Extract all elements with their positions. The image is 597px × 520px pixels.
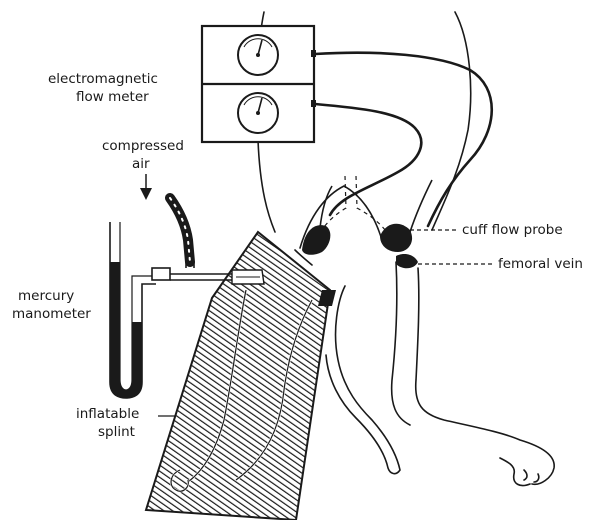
cuff-probe-label: cuff flow probe [462,222,563,238]
femoral-vein-label: femoral vein [498,256,583,272]
mercury-manometer [110,222,156,398]
flow-meter [202,26,316,142]
femoral-vein-patch [396,254,418,268]
compressed-air-label-line2: air [132,156,150,172]
gauge-dial-icon [238,35,278,75]
flow-meter-label-line1: electromagnetic [48,71,158,87]
compressed-air-tube [170,198,190,262]
cuff-probe-right [380,180,432,252]
manometer-label-line1: mercury [18,288,74,304]
inflatable-splint [146,232,336,520]
manometer-label-line2: manometer [12,306,91,322]
flow-meter-label-line2: flow meter [76,89,149,105]
splint-label-line1: inflatable [76,406,139,422]
gauge-dial-icon [238,93,278,133]
splint-label-line2: splint [98,424,135,440]
compressed-air-label-line1: compressed [102,138,184,154]
cuff-probe-left [302,186,332,255]
